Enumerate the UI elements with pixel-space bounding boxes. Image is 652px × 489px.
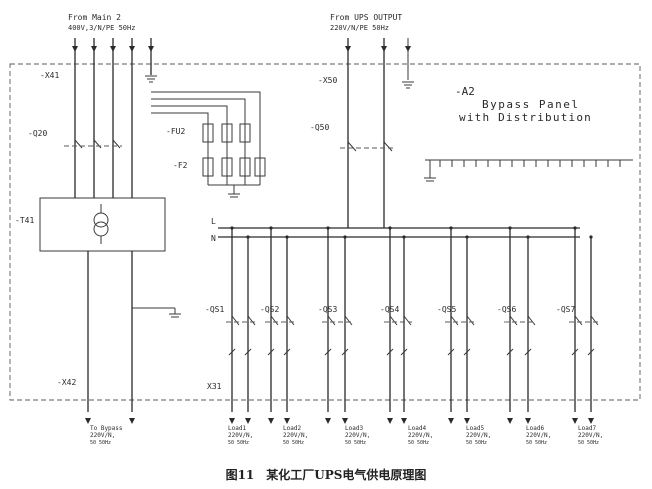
load-rating: 220V/N, [466,432,491,439]
ups-incoming-conductors [340,38,414,228]
source-main2-title: From Main 2 [68,13,121,22]
tag-x50: -X50 [318,76,337,85]
bus-label-n: N [211,234,216,243]
load-frequency: 50 50Hz [408,440,429,446]
pe-bus-terminals [439,160,621,167]
figure-caption: 图11 某化工厂UPS电气供电原理图 [225,468,427,482]
tag-x42: -X42 [57,378,76,387]
feeder-tag: -QS2 [260,305,279,314]
main2-incoming-conductors [72,38,157,198]
load-frequency: 50 50Hz [526,440,547,446]
panel-subtitle: with Distribution [459,111,592,124]
bypass-output-freq: 50 50Hz [90,440,111,446]
feeder-circuits: -QS1 -QS2 -QS3 -QS4 -QS5 -QS6 -QS7 [205,226,599,424]
load-frequency: 50 50Hz [228,440,249,446]
bypass-output-label: To Bypass 220V/N, 50 50Hz [90,425,123,446]
tag-f2: -F2 [173,161,188,170]
panel-id: -A2 [455,85,475,98]
feeder-tag: -QS4 [380,305,399,314]
bypass-output-conductors [85,251,181,424]
feeder-tag: -QS6 [497,305,516,314]
source-main2-rating: 400V,3/N/PE 50Hz [68,24,135,32]
load-frequency: 50 50Hz [466,440,487,446]
load-name: Load2 [283,425,301,432]
load-name: Load1 [228,425,246,432]
load-rating: 220V/N, [526,432,551,439]
feeder-3 [322,226,353,424]
bus-label-l: L [211,217,216,226]
load-frequency: 50 50Hz [345,440,366,446]
q20-breaker-icon [64,139,122,149]
panel-title: Bypass Panel [482,98,579,111]
load-rating: 220V/N, [228,432,253,439]
bypass-output-rating: 220V/N, [90,432,115,439]
tag-x31: X31 [207,382,222,391]
load-name: Load3 [345,425,363,432]
source-ups-title: From UPS OUTPUT [330,13,402,22]
tag-x41: -X41 [40,71,59,80]
bypass-output-title: To Bypass [90,425,123,432]
transformer-box [39,197,166,252]
transformer-symbol-icon [93,204,109,244]
feeder-tag: -QS1 [205,305,224,314]
pe-bus [424,159,633,182]
tag-fu2: -FU2 [166,127,185,136]
feeder-7 [569,226,599,424]
load-rating: 220V/N, [578,432,603,439]
feeder-tag: -QS7 [556,305,575,314]
feeder-2 [265,226,295,424]
feeder-6 [504,226,536,424]
feeder-tag: -QS3 [318,305,337,314]
load-rating: 220V/N, [345,432,370,439]
feeder-1 [226,226,256,424]
feeder-4 [384,226,412,424]
load-name: Load5 [466,425,484,432]
feeder-tag: -QS5 [437,305,456,314]
load-name: Load6 [526,425,544,432]
panel-enclosure [9,63,641,401]
load-name: Load4 [408,425,426,432]
load-name: Load7 [578,425,596,432]
load-frequency: 50 50Hz [283,440,304,446]
load-rating: 220V/N, [283,432,308,439]
load-rating: 220V/N, [408,432,433,439]
fuse-group-icon [151,91,266,198]
tag-t41: -T41 [15,216,34,225]
tag-q20: -Q20 [28,129,47,138]
tag-q50: -Q50 [310,123,329,132]
load-frequency: 50 50Hz [578,440,599,446]
feeder-5 [445,226,475,424]
source-ups-rating: 220V/N/PE 50Hz [330,24,389,32]
